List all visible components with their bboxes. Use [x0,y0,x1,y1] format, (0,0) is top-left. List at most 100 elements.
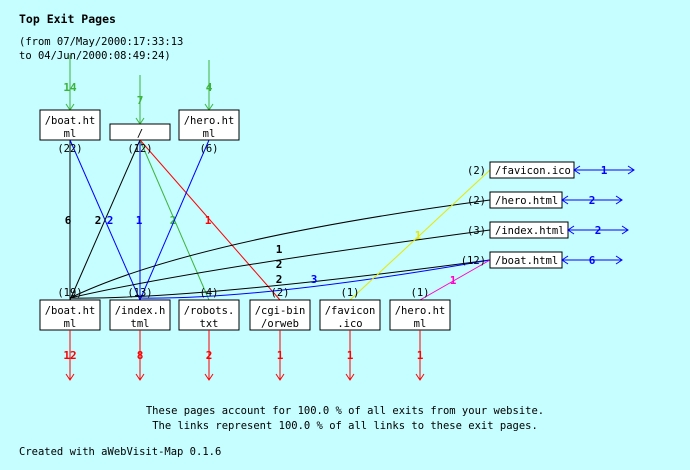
arrow-head-icon [65,373,75,381]
arrow-tail-icon [561,195,569,205]
exit-count: 12 [63,349,76,362]
page-label: / [137,128,143,140]
page-label: .ico [337,318,362,330]
page-box [389,299,451,331]
page-box [178,299,240,331]
exit-page-node[interactable]: (4) /robots.txt 2 [178,287,240,381]
page-label: /index.h [115,305,166,317]
page-count: (2) [467,165,486,177]
page-label: ml [203,128,216,140]
exit-page-node[interactable]: (1) /hero.html 1 [389,287,451,381]
link-count: 2 [276,273,283,286]
page-label: /hero.ht [184,115,235,127]
page-count: (19) [57,287,82,299]
exit-page-node[interactable]: (19) /boat.html 12 [39,287,101,381]
page-label: /boat.ht [45,115,96,127]
page-label: /hero.html [495,195,558,207]
link-count: 2 [589,194,596,207]
link-line [139,139,281,301]
page-count: (22) [57,143,82,155]
summary-exits: These pages account for 100.0 % of all e… [146,405,544,417]
page-label: txt [200,318,219,330]
page-count: (13) [127,287,152,299]
page-label: ml [414,318,427,330]
link-count: 6 [65,214,72,227]
link-count: 2 [170,214,177,227]
credit: Created with aWebVisit-Map 0.1.6 [19,446,221,458]
link-line [69,259,491,299]
link-count: 3 [311,273,318,286]
link-count: 1 [450,274,457,287]
incoming-count: 7 [137,94,144,107]
link-count: 2 [107,214,114,227]
arrow-head-icon [627,165,635,175]
page-label: ml [64,318,77,330]
entry-page-node[interactable]: 7/(12) [109,75,171,155]
page-label: /orweb [261,318,299,330]
arrow-tail-icon [561,255,569,265]
link-line [349,169,491,301]
arrow-head-icon [345,373,355,381]
side-page-node[interactable]: (2) /hero.html 2 [467,191,623,209]
link-count: 2 [276,258,283,271]
page-label: /cgi-bin [255,305,306,317]
link-count: 2 [95,214,102,227]
link-line [419,259,491,301]
page-box [178,109,240,141]
page-count: (3) [467,225,486,237]
date-range-start: (from 07/May/2000:17:33:13 [19,36,183,48]
page-label: /robots. [184,305,235,317]
page-count: (1) [341,287,360,299]
incoming-count: 14 [63,81,77,94]
side-page-node[interactable]: (3) /index.html 2 [467,221,629,239]
link-count: 1 [415,229,422,242]
page-label: ml [64,128,77,140]
page-title: Top Exit Pages [19,12,116,26]
nodes-layer: 14/boat.html(22)7/(12)4/hero.html(6)(19)… [39,55,635,381]
arrow-head-icon [275,373,285,381]
link-line [69,139,141,301]
exit-count: 1 [417,349,424,362]
arrow-tail-icon [573,165,581,175]
page-box [39,109,101,141]
link-line [139,259,491,299]
page-count: (1) [411,287,430,299]
entry-page-node[interactable]: 14/boat.html (22) [39,55,101,155]
exit-count: 8 [137,349,144,362]
page-box [39,299,101,331]
page-label: /boat.html [495,255,558,267]
link-line [69,199,491,299]
side-page-node[interactable]: (12) /boat.html 6 [461,251,623,269]
page-label: /favicon.ico [495,165,571,177]
exit-count: 2 [206,349,213,362]
arrow-head-icon [415,373,425,381]
page-label: /boat.ht [45,305,96,317]
arrow-head-icon [621,225,629,235]
page-label: /index.html [495,225,565,237]
link-count: 1 [276,243,283,256]
link-line [69,229,491,299]
page-count: (2) [467,195,486,207]
side-page-node[interactable]: (2) /favicon.ico 1 [467,161,635,179]
link-count: 1 [601,164,608,177]
link-count: 1 [136,214,143,227]
arrow-head-icon [204,373,214,381]
arrow-head-icon [615,255,623,265]
page-box [319,299,381,331]
exit-count: 1 [277,349,284,362]
link-line [139,139,210,301]
link-count: 2 [595,224,602,237]
link-count: 1 [205,214,212,227]
exit-count: 1 [347,349,354,362]
page-count: (4) [200,287,219,299]
page-label: /hero.ht [395,305,446,317]
page-count: (12) [461,255,486,267]
incoming-count: 4 [206,81,213,94]
link-count: 6 [589,254,596,267]
entry-page-node[interactable]: 4/hero.html(6) [178,60,240,155]
